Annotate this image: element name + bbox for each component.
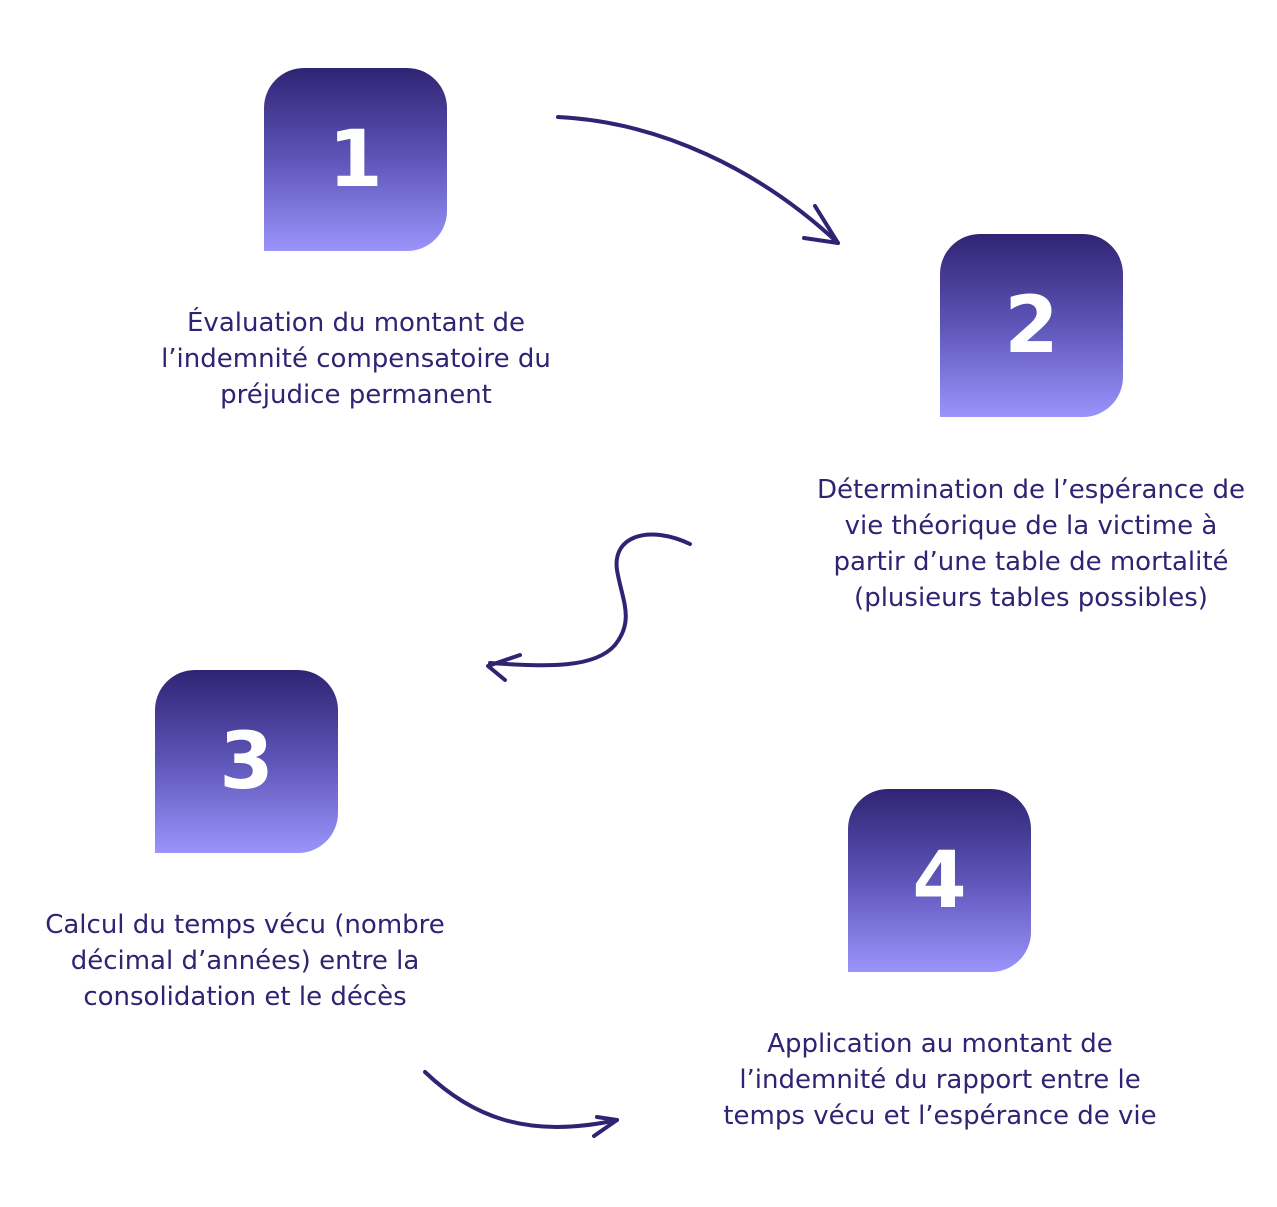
step-1-line-2: l’indemnité compensatoire du [161,344,551,374]
step-1-line-1: Évaluation du montant de [187,308,525,338]
step-1-line-3: préjudice permanent [220,380,492,410]
step-1-number: 1 [328,114,383,205]
step-4-number: 4 [912,835,967,926]
step-2-line-1: Détermination de l’espérance de [817,475,1245,505]
step-1-box: 1 [264,68,447,251]
step-4-line-1: Application au montant de [767,1029,1113,1059]
step-3-description: Calcul du temps vécu (nombre décimal d’a… [5,907,485,1015]
step-2-box: 2 [940,234,1123,417]
arrow-1-to-2 [556,115,840,245]
step-4-description: Application au montant de l’indemnité du… [690,1026,1190,1134]
step-3-number: 3 [219,716,274,807]
step-2-description: Détermination de l’espérance de vie théo… [787,472,1275,616]
step-3-box: 3 [155,670,338,853]
step-2-number: 2 [1004,280,1059,371]
step-3-line-2: décimal d’années) entre la [70,946,420,976]
step-4-box: 4 [848,789,1031,972]
step-4-line-3: temps vécu et l’espérance de vie [723,1101,1157,1131]
step-3-line-3: consolidation et le décès [83,982,407,1012]
step-1-description: Évaluation du montant de l’indemnité com… [96,305,616,413]
step-4-line-2: l’indemnité du rapport entre le [739,1065,1141,1095]
step-2-line-2: vie théorique de la victime à [844,511,1218,541]
step-3-line-1: Calcul du temps vécu (nombre [45,910,445,940]
arrow-2-to-3 [486,532,692,682]
step-2-line-3: partir d’une table de mortalité [833,547,1229,577]
step-2-line-4: (plusieurs tables possibles) [854,583,1208,613]
arrow-3-to-4 [423,1070,619,1138]
